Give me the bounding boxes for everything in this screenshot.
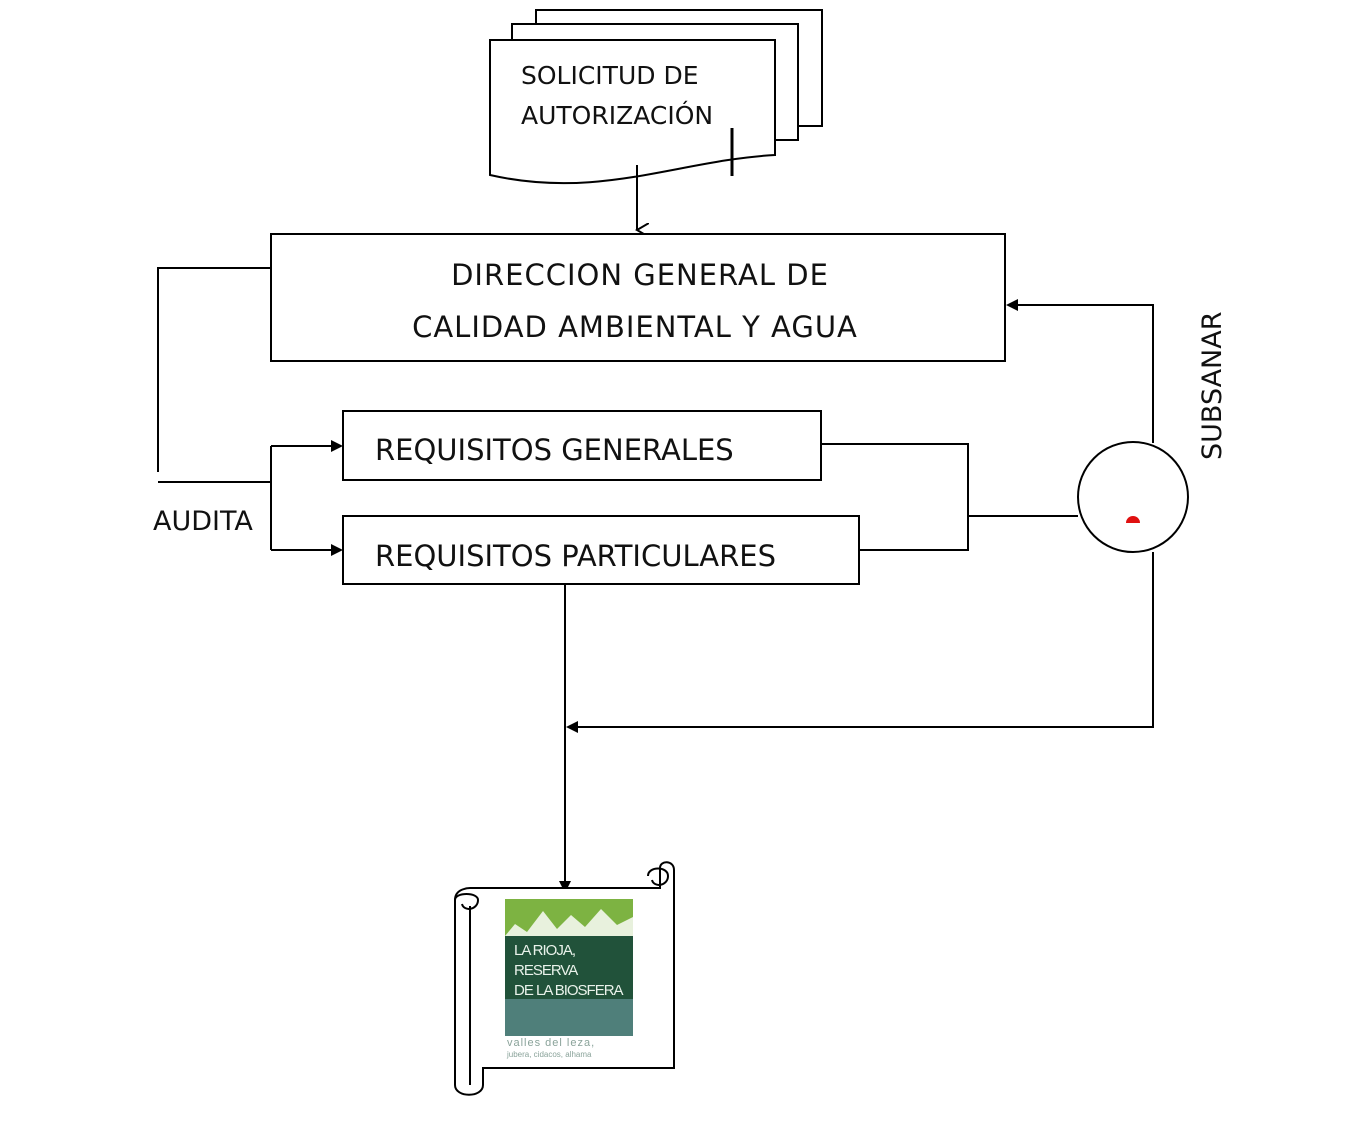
- document-label: SOLICITUD DE AUTORIZACIÓN: [521, 56, 713, 136]
- logo-line1: LA RIOJA,: [514, 942, 576, 959]
- direccion-subtitle: CALIDAD AMBIENTAL Y AGUA: [300, 310, 970, 344]
- decision-circle: [1077, 441, 1189, 553]
- logo-mountain-band: [505, 899, 633, 936]
- logo-footer2: jubera, cidacos, alhama: [507, 1050, 592, 1059]
- direccion-box: [270, 233, 1006, 362]
- logo-water-band: [505, 999, 633, 1036]
- requisitos-particulares-label: REQUISITOS PARTICULARES: [375, 539, 777, 573]
- audita-return-line: [157, 267, 271, 472]
- arrow-decision-return: [566, 552, 1154, 733]
- logo-text: LA RIOJA, RESERVA DE LA BIOSFERA: [514, 941, 624, 1001]
- subsanar-label: SUBSANAR: [1197, 311, 1228, 461]
- requisitos-particulares-box: [342, 515, 860, 585]
- audita-label: AUDITA: [153, 506, 253, 537]
- logo-footer: valles del leza, jubera, cidacos, alhama: [507, 1038, 595, 1060]
- document-label-line1: SOLICITUD DE: [521, 61, 699, 90]
- reserva-biosfera-logo: LA RIOJA, RESERVA DE LA BIOSFERA valles …: [505, 899, 633, 1067]
- multi-document-shape: [489, 9, 823, 185]
- direccion-title-line2: CALIDAD AMBIENTAL Y AGUA: [412, 310, 858, 344]
- requisitos-generales-label: REQUISITOS GENERALES: [375, 433, 734, 467]
- logo-line2: RESERVA: [514, 962, 578, 979]
- requisitos-generales-box: [342, 410, 822, 481]
- document-label-line2: AUTORIZACIÓN: [521, 101, 714, 130]
- logo-line3: DE LA BIOSFERA: [514, 982, 624, 999]
- logo-footer1: valles del leza,: [507, 1037, 596, 1049]
- decision-marker: [1126, 516, 1140, 523]
- requisitos-merge-line: [821, 443, 969, 551]
- direccion-title-line1: DIRECCION GENERAL DE: [451, 258, 829, 292]
- arrow-subsanar-to-direccion: [1006, 299, 1154, 443]
- direccion-title: DIRECCION GENERAL DE: [300, 258, 980, 292]
